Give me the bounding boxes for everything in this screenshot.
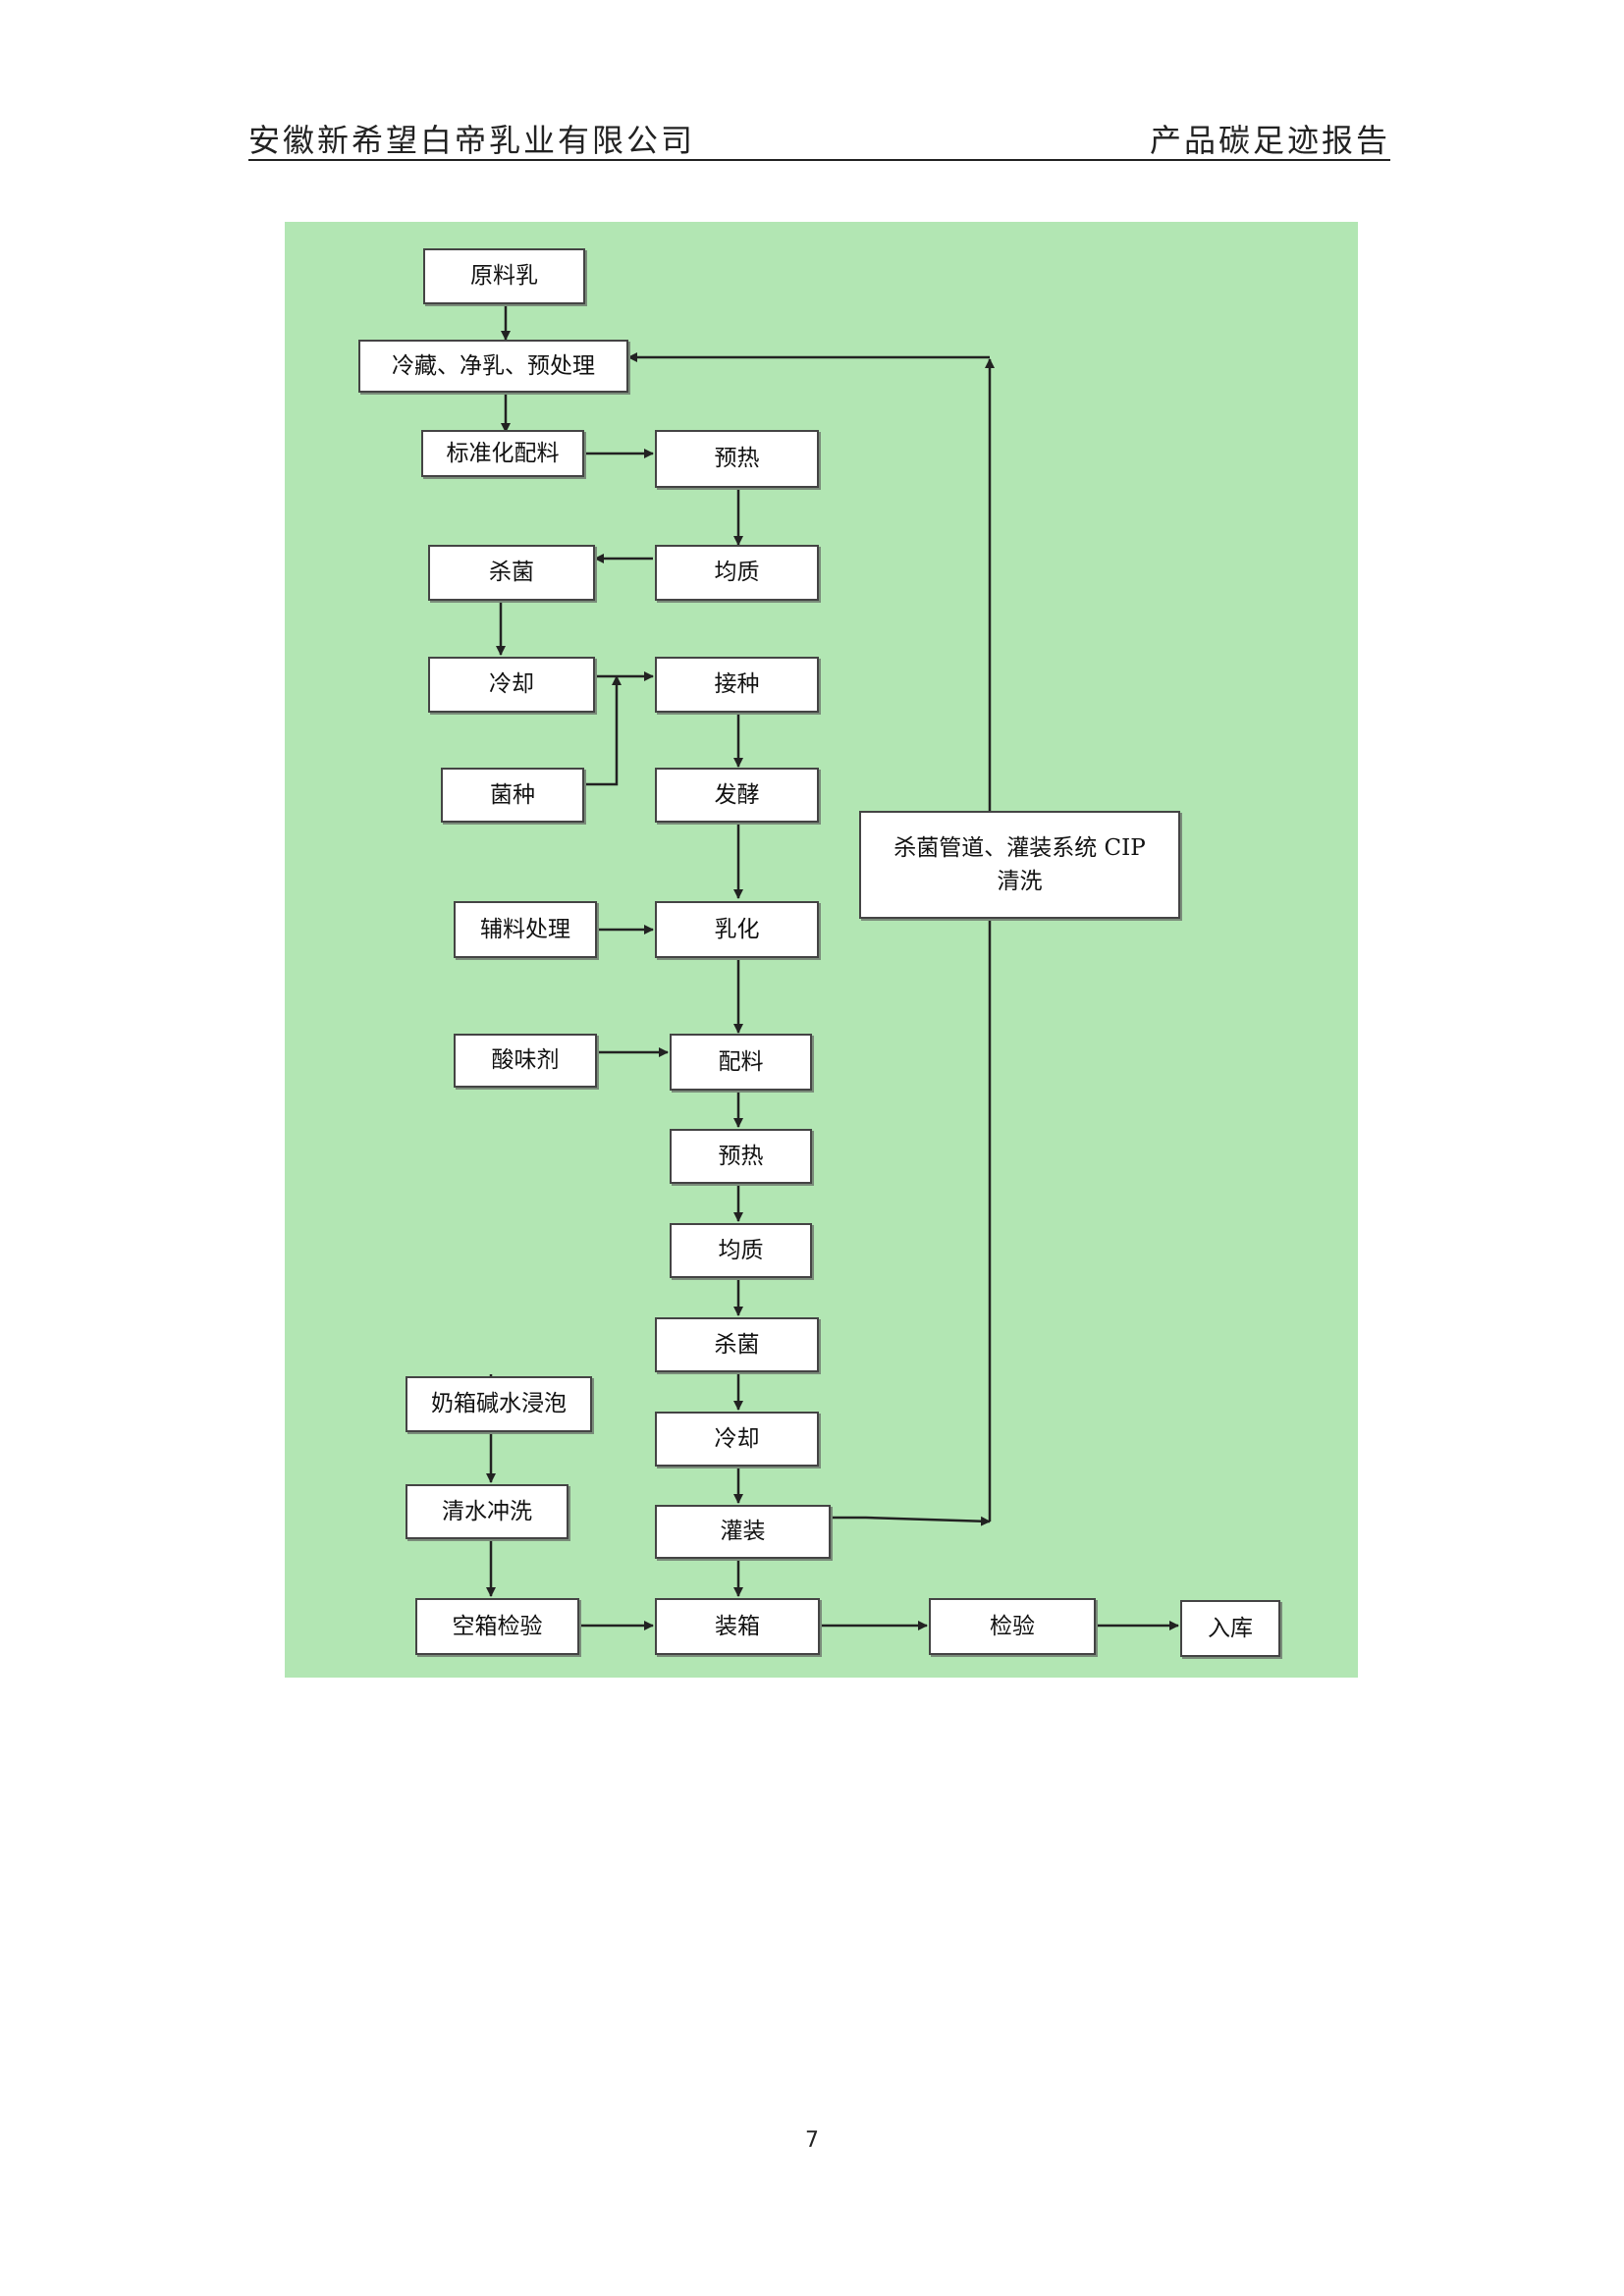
- step-homogenize-1: 均质: [655, 545, 819, 601]
- connector-layer: [486, 306, 1179, 1630]
- header-report-title: 产品碳足迹报告: [1149, 122, 1390, 159]
- step-cip-cleaning: 杀菌管道、灌装系统 CIP 清洗: [859, 811, 1180, 919]
- step-inoculate: 接种: [655, 657, 819, 713]
- step-pretreatment: 冷藏、净乳、预处理: [358, 340, 628, 393]
- step-sterilize-1: 杀菌: [428, 545, 595, 601]
- process-flow-diagram: 原料乳 冷藏、净乳、预处理 标准化配料 预热 杀菌 均质 冷却 接种 菌种 发酵…: [285, 222, 1358, 1678]
- step-cool-1: 冷却: [428, 657, 595, 713]
- step-sterilize-2: 杀菌: [655, 1317, 819, 1372]
- step-aux-treatment: 辅料处理: [454, 901, 597, 958]
- header-company: 安徽新希望白帝乳业有限公司: [248, 122, 696, 159]
- cip-label-line2: 清洗: [997, 869, 1043, 894]
- step-warehouse: 入库: [1180, 1600, 1280, 1657]
- arrow-filling-to-cip: [831, 1516, 991, 1526]
- step-water-rinse: 清水冲洗: [406, 1484, 568, 1539]
- step-ferment: 发酵: [655, 768, 819, 823]
- step-box-soak: 奶箱碱水浸泡: [406, 1376, 592, 1432]
- step-empty-box-check: 空箱检验: [415, 1598, 579, 1655]
- step-raw-milk: 原料乳: [423, 248, 585, 304]
- step-preheat-2: 预热: [670, 1129, 812, 1184]
- page-number: 7: [805, 2128, 819, 2153]
- step-cool-2: 冷却: [655, 1412, 819, 1467]
- step-filling: 灌装: [655, 1505, 831, 1559]
- step-emulsify: 乳化: [655, 901, 819, 958]
- step-inspect: 检验: [929, 1598, 1096, 1655]
- step-culture: 菌种: [441, 768, 584, 823]
- step-homogenize-2: 均质: [670, 1223, 812, 1278]
- header-rule: [248, 159, 1390, 161]
- step-boxing: 装箱: [655, 1598, 820, 1655]
- step-mixing: 配料: [670, 1034, 812, 1091]
- cip-label-line1: 杀菌管道、灌装系统 CIP: [893, 834, 1146, 861]
- step-preheat-1: 预热: [655, 430, 819, 488]
- step-standardize: 标准化配料: [421, 430, 584, 477]
- arrow-culture-to-junction: [584, 675, 622, 786]
- step-acidulant: 酸味剂: [454, 1034, 597, 1088]
